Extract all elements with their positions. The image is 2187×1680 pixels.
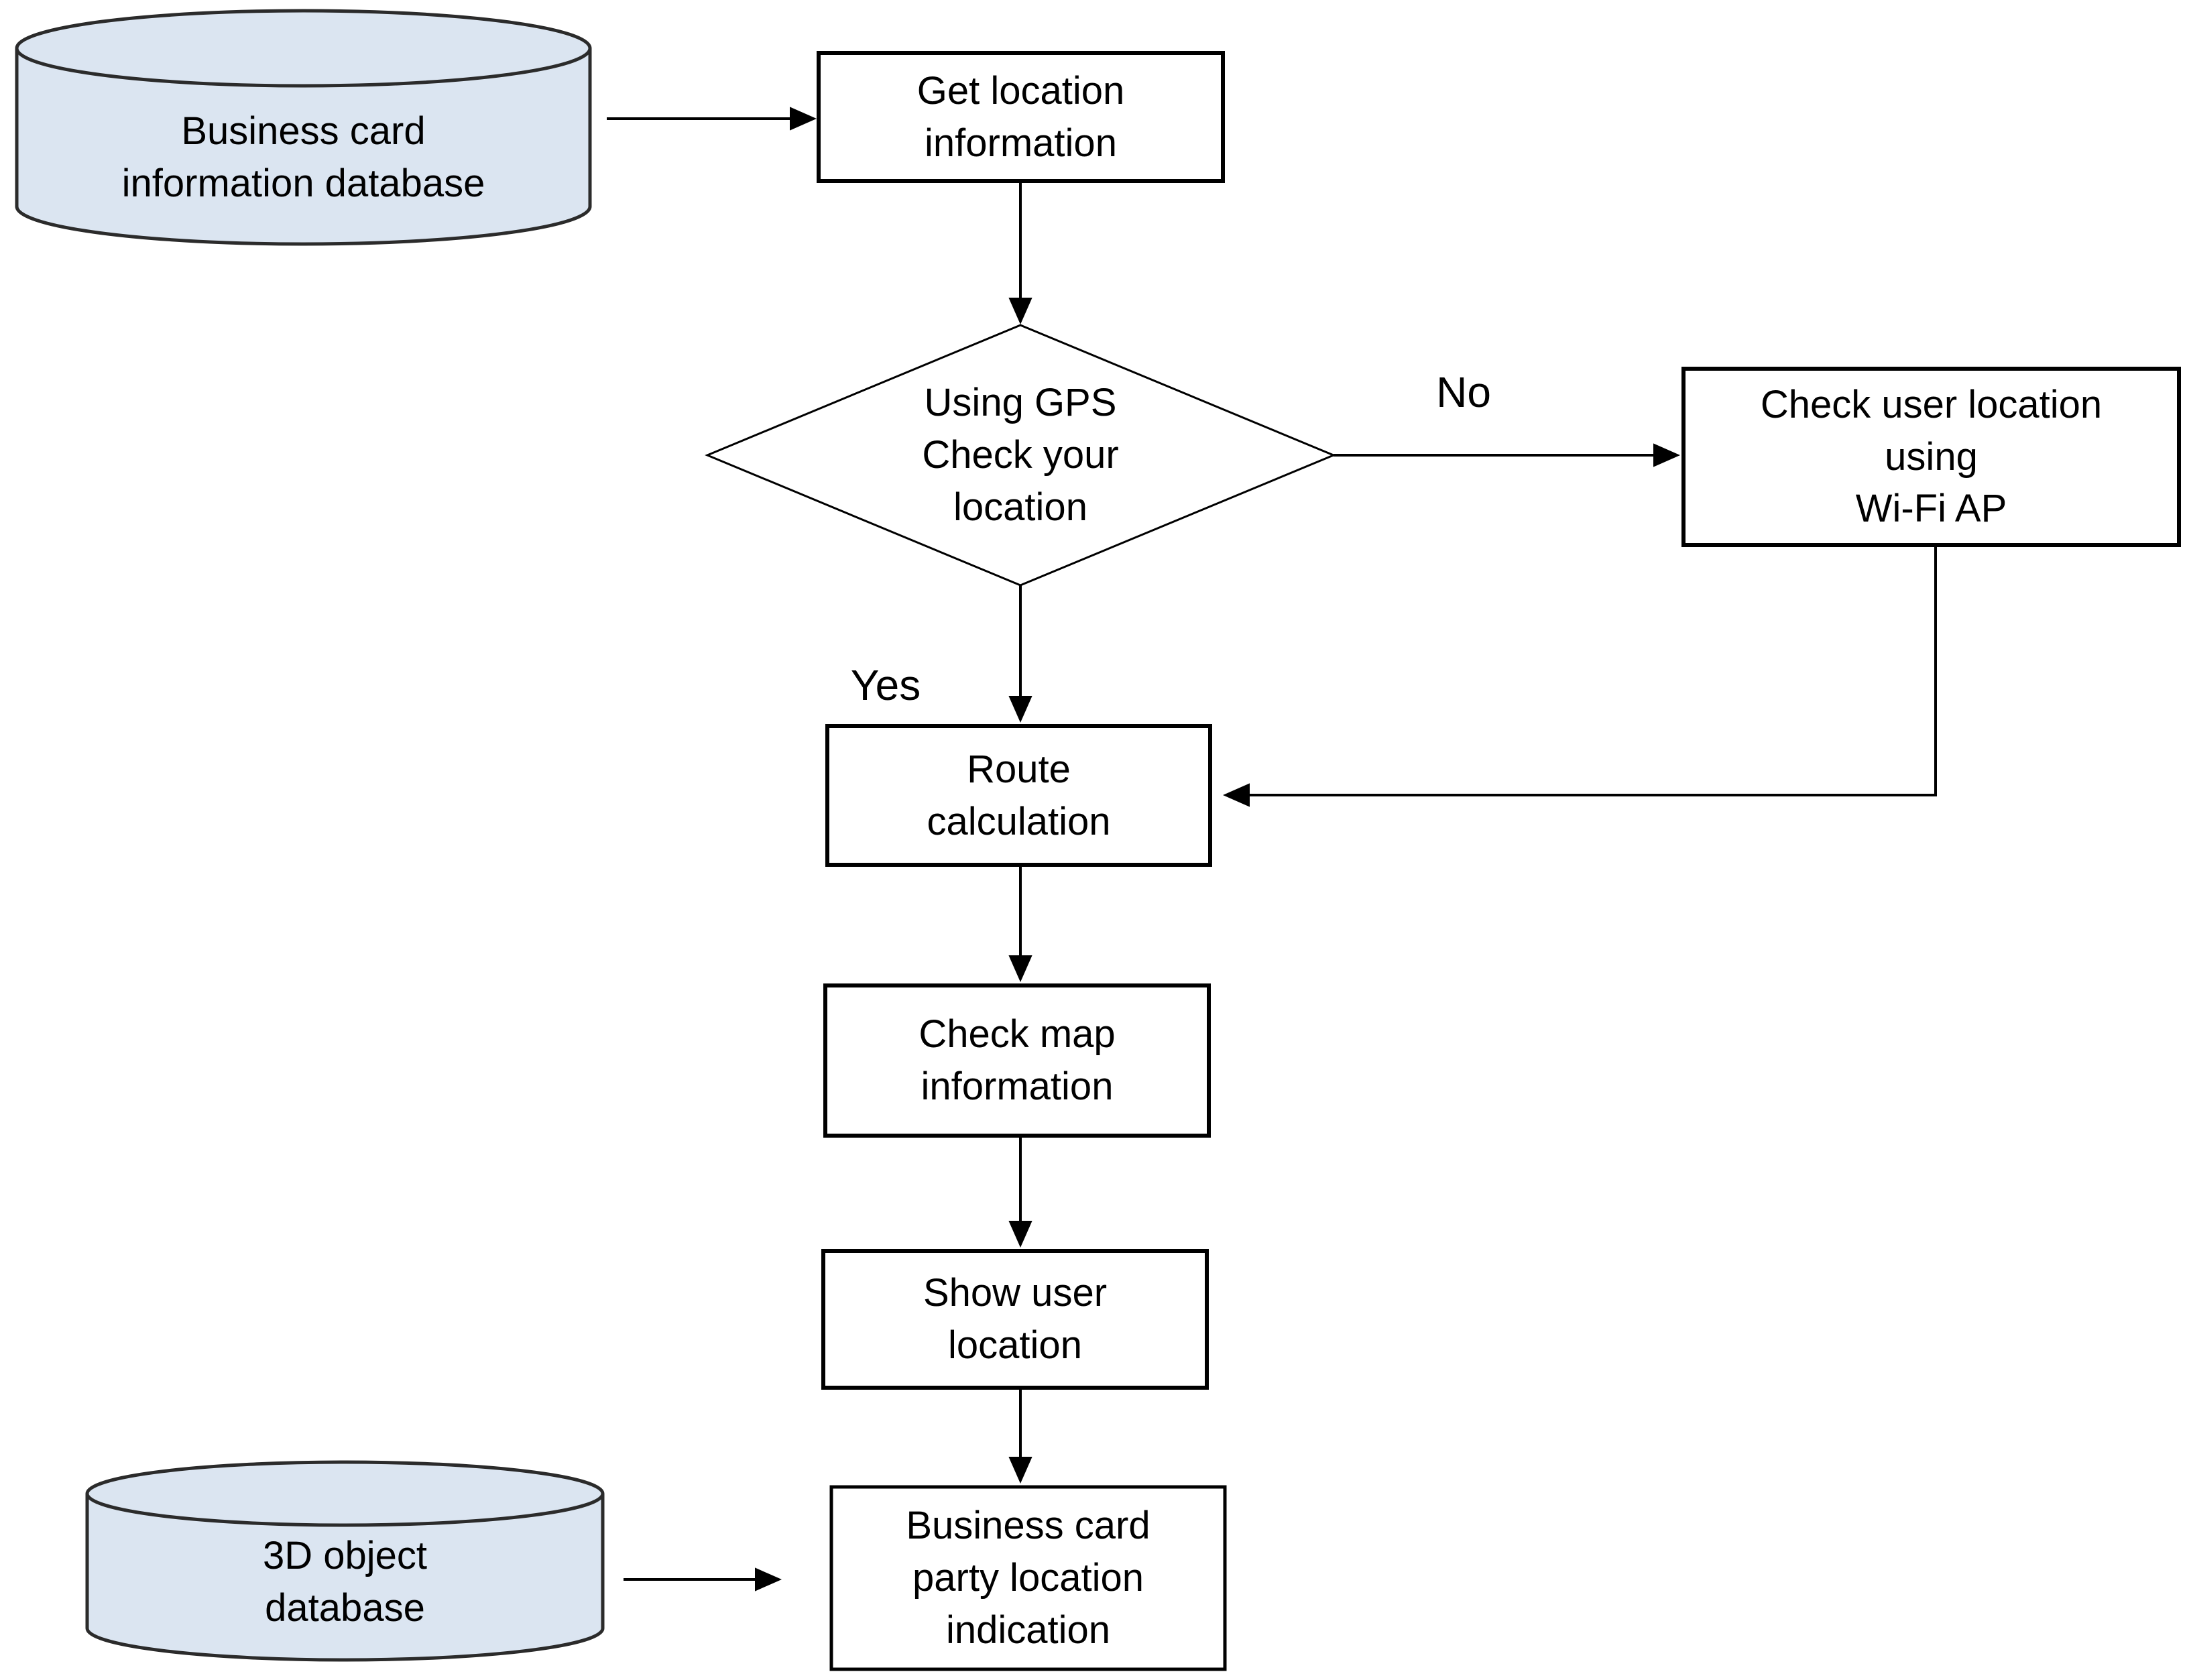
connector-wifi-to-route-arrow (1223, 545, 1937, 807)
wifi-check-box (1681, 367, 2181, 547)
gps-decision-label: Using GPS Check your location (922, 381, 1119, 529)
party-location-box (829, 1485, 1227, 1671)
check-map-label: Check map information (919, 1012, 1116, 1108)
branch-label-no: No (1436, 368, 1491, 416)
get-location-label: Get location information (917, 68, 1125, 165)
route-calculation-box (825, 724, 1212, 867)
business-card-db-cylinder (15, 9, 592, 246)
wifi-check-label: Check user location using Wi-Fi AP (1760, 382, 2103, 531)
business-card-db-label: Business card information database (121, 109, 485, 205)
party-location-label: Business card party location indication (906, 1504, 1150, 1652)
check-map-box (823, 983, 1211, 1138)
show-user-location-box (821, 1249, 1209, 1390)
route-calculation-label: Route calculation (927, 747, 1111, 843)
object-db-label: 3D object database (262, 1534, 428, 1630)
branch-label-yes: Yes (850, 661, 921, 709)
get-location-box (817, 51, 1225, 183)
object-db-cylinder (85, 1460, 605, 1662)
show-user-location-label: Show user location (923, 1271, 1108, 1367)
